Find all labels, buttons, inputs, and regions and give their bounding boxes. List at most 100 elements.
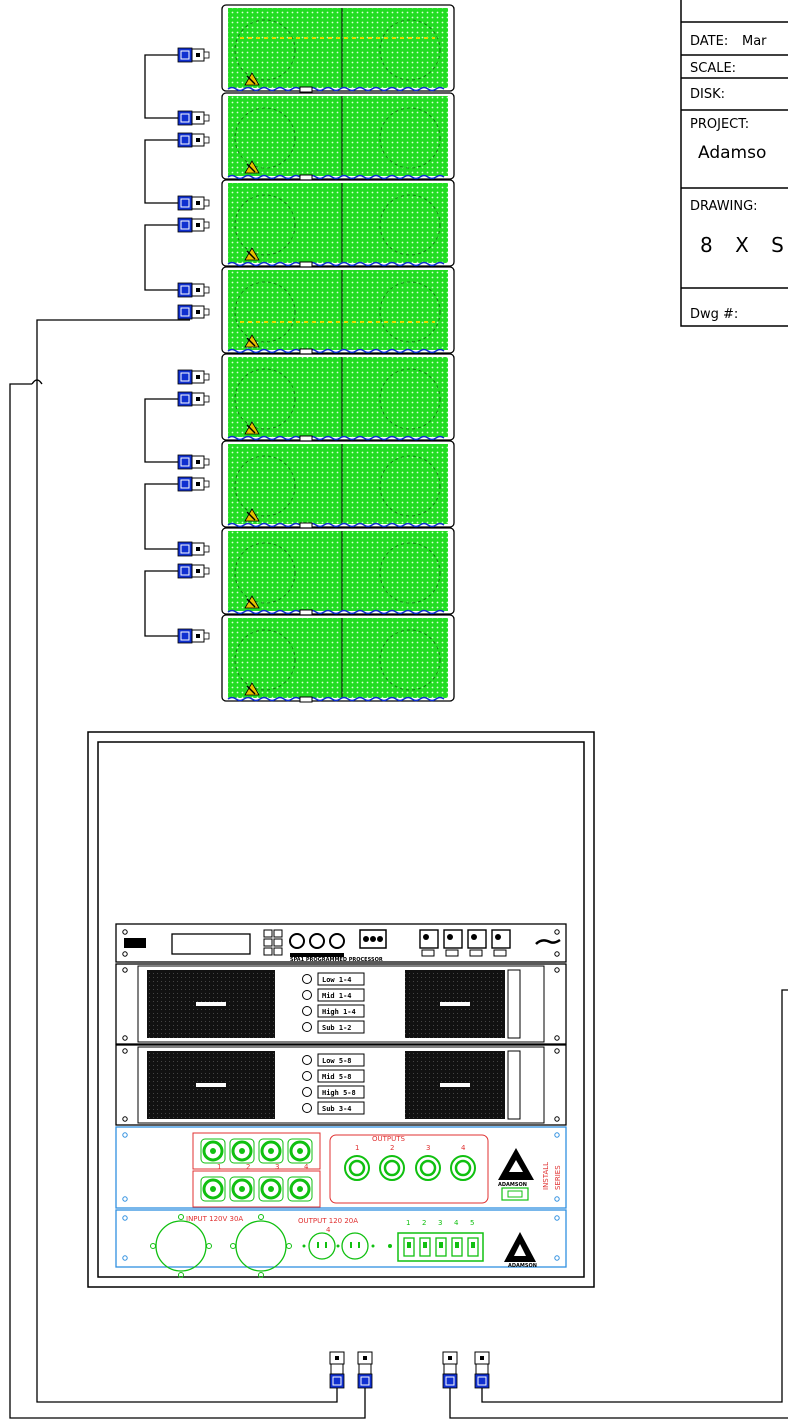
speaker-cabinet-5 (221, 353, 455, 442)
speaker-cabinet-7 (221, 527, 455, 616)
speakon-connector-2 (177, 110, 210, 126)
array-connectors (144, 47, 210, 644)
speakon-connector-14 (177, 628, 210, 644)
amp-channel-label: Low 1-4 (322, 976, 352, 984)
processor-buttons[interactable] (263, 929, 283, 956)
breaker-switch-1[interactable]: 1 (403, 1219, 415, 1257)
bottom-connectors (9, 319, 788, 1419)
amp-channel-label: Sub 3-4 (322, 1105, 352, 1113)
xlr-connector-8 (287, 1176, 313, 1202)
breaker-switch-5[interactable]: 5 (467, 1219, 479, 1257)
speaker-cabinet-8 (221, 614, 455, 703)
speakon-connector-10 (177, 454, 210, 470)
outputs-label: OUTPUTS (372, 1135, 406, 1143)
power-input-label: INPUT 120V 30A (186, 1215, 243, 1223)
power-adamson-logo-icon: ADAMSON (504, 1232, 537, 1269)
xlr-connector-3 (258, 1138, 284, 1164)
power-output-label: OUTPUT 120 20A (298, 1217, 358, 1225)
warning-triangle-icon (244, 72, 260, 86)
speakon-connector-7 (177, 304, 210, 320)
install-label: INSTALL (542, 1162, 550, 1190)
amp-channel-label: Mid 1-4 (322, 992, 352, 1000)
speakon-number: 1 (355, 1144, 359, 1152)
amp-led-icon (302, 1006, 312, 1016)
processor-unit: SPA1 PROGRAMMED PROCESSOR (115, 923, 567, 963)
cable-connector-2 (357, 1351, 373, 1392)
speaker-array (221, 4, 455, 703)
amp-led-icon (302, 974, 312, 984)
title-block: DATE: Mar SCALE: DISK: PROJECT: Adamso D… (680, 0, 788, 327)
processor-output-jack-3 (467, 929, 487, 957)
breaker-switch-2[interactable]: 2 (419, 1219, 431, 1257)
xlr-connector-7 (258, 1176, 284, 1202)
link-cable-3 (144, 224, 178, 291)
xlr-connector-4 (287, 1138, 313, 1164)
speakon-connector-6 (177, 282, 210, 298)
amp-led-icon (302, 1087, 312, 1097)
date-value: Mar (742, 34, 767, 49)
speakon-connector-9 (177, 391, 210, 407)
dwg-number-label: Dwg #: (690, 307, 738, 322)
xlr-connectors: 1 2 3 4 (200, 1138, 313, 1202)
speakon-output-1: 1 (344, 1144, 370, 1181)
speaker-cabinet-1 (221, 4, 455, 93)
speakon-connector-8 (177, 369, 210, 385)
speakon-connector-5 (177, 217, 210, 233)
cable-connector-3 (442, 1351, 458, 1392)
processor-knob-3[interactable] (329, 933, 345, 949)
speaker-cabinet-3 (221, 179, 455, 268)
amp-led-icon (302, 1022, 312, 1032)
amp-led-icon (302, 1055, 312, 1065)
power-inlet-1 (150, 1214, 212, 1278)
speakon-connector-1 (177, 47, 210, 63)
io-panel: 1 2 3 4 1 2 3 4 OUTPUTS ADAMSON INSTALL SERIES (115, 1126, 567, 1209)
speaker-cabinet-6 (221, 440, 455, 529)
power-outlets: 4 (302, 1226, 375, 1260)
xlr-number: 4 (304, 1163, 309, 1171)
power-brand: ADAMSON (508, 1263, 537, 1269)
speakon-number: 4 (461, 1144, 466, 1152)
speaker-cabinet-2 (221, 92, 455, 181)
processor-input-jacks (359, 929, 387, 949)
xlr-connector-1 (200, 1138, 226, 1164)
speakon-connector-12 (177, 541, 210, 557)
breaker-switch-4[interactable]: 4 (451, 1219, 463, 1257)
link-cable-1 (144, 54, 178, 119)
speakon-connector-11 (177, 476, 210, 492)
warning-triangle-icon (244, 508, 260, 522)
amp-channel-label: High 5-8 (322, 1089, 356, 1097)
speakon-outputs: 1 2 3 4 (344, 1144, 476, 1181)
io-port (501, 1187, 529, 1201)
processor-logo-icon (124, 938, 146, 948)
speakon-number: 2 (390, 1144, 394, 1152)
xlr-number: 3 (275, 1163, 279, 1171)
switch-number: 4 (454, 1219, 459, 1227)
speakon-number: 3 (426, 1144, 430, 1152)
processor-knob-2[interactable] (309, 933, 325, 949)
drawing-label: DRAWING: (690, 199, 758, 214)
warning-triangle-icon (244, 595, 260, 609)
power-inlet-2 (230, 1214, 292, 1278)
processor-output-jack-4 (491, 929, 511, 957)
xlr-connector-6 (229, 1176, 255, 1202)
link-cable-5 (144, 483, 178, 550)
processor-output-jack-1 (419, 929, 439, 957)
adamson-logo-icon: ADAMSON (498, 1148, 534, 1188)
xlr-connector-2 (229, 1138, 255, 1164)
xlr-number: 2 (246, 1163, 250, 1171)
outlet-number: 4 (326, 1226, 331, 1234)
series-label: SERIES (554, 1165, 562, 1190)
xlr-number: 1 (217, 1163, 221, 1171)
processor-knob-1[interactable] (289, 933, 305, 949)
switch-number: 2 (422, 1219, 426, 1227)
amp-led-icon (302, 1071, 312, 1081)
warning-triangle-icon (244, 247, 260, 261)
speakon-connector-3 (177, 132, 210, 148)
speakon-output-4: 4 (450, 1144, 476, 1181)
switch-number: 3 (438, 1219, 442, 1227)
breaker-switch-3[interactable]: 3 (435, 1219, 447, 1257)
drawing-value: 8 X S (700, 233, 788, 257)
